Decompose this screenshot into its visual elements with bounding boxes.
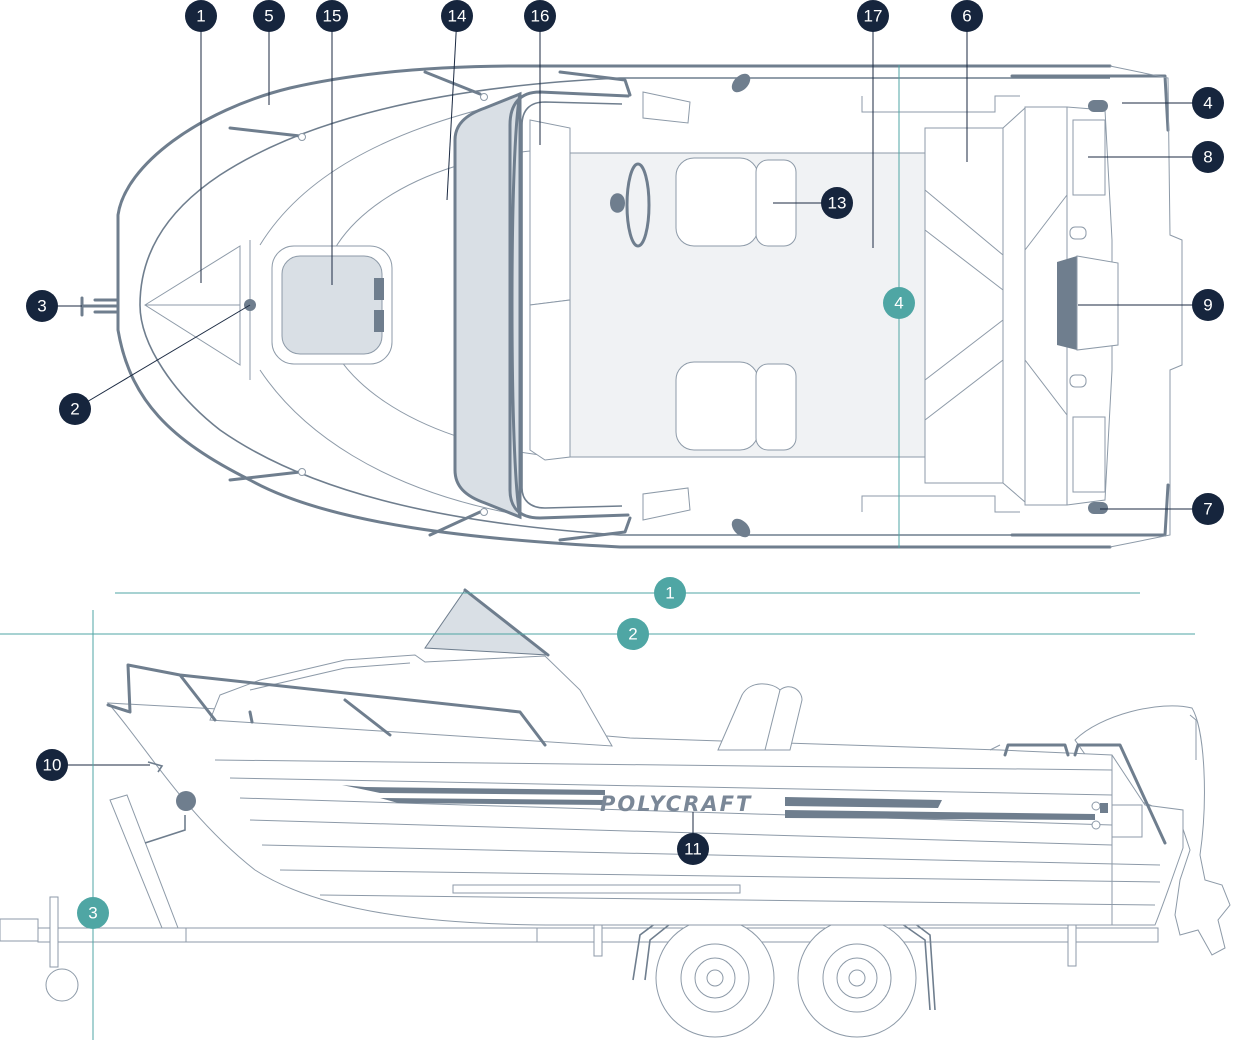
svg-text:15: 15 bbox=[323, 7, 342, 26]
bow-rail bbox=[106, 663, 547, 747]
svg-text:4: 4 bbox=[894, 294, 903, 313]
rear-lounge bbox=[924, 127, 1004, 484]
callout-marker: 7 bbox=[1192, 493, 1224, 525]
callout-marker: 4 bbox=[1192, 87, 1224, 119]
svg-text:17: 17 bbox=[864, 7, 883, 26]
dimension-markers: 4 1 2 3 bbox=[77, 287, 915, 929]
callout-marker: 17 bbox=[857, 0, 889, 32]
hull-brand-text: POLYCRAFT bbox=[600, 792, 752, 816]
svg-text:16: 16 bbox=[531, 7, 550, 26]
top-view-boat bbox=[80, 64, 1183, 549]
side-view-boat: POLYCRAFT bbox=[0, 588, 1231, 1038]
windscreen bbox=[453, 91, 522, 520]
callout-marker: 15 bbox=[316, 0, 348, 32]
svg-text:6: 6 bbox=[962, 7, 971, 26]
svg-text:1: 1 bbox=[665, 584, 674, 603]
dimension-lines bbox=[0, 65, 1195, 1040]
side-windscreen bbox=[424, 589, 550, 656]
callout-marker: 13 bbox=[821, 187, 853, 219]
callout-marker: 6 bbox=[951, 0, 983, 32]
dimension-marker: 2 bbox=[617, 618, 649, 650]
callout-marker: 3 bbox=[26, 290, 58, 322]
top-deck-line-lower bbox=[259, 369, 521, 516]
svg-text:8: 8 bbox=[1203, 148, 1212, 167]
dimension-marker: 3 bbox=[77, 897, 109, 929]
steering-wheel-icon bbox=[625, 162, 651, 248]
callout-marker: 14 bbox=[441, 0, 473, 32]
callout-marker: 5 bbox=[253, 0, 285, 32]
callout-marker: 8 bbox=[1192, 141, 1224, 173]
jockey-wheel-icon bbox=[45, 968, 79, 1002]
svg-text:7: 7 bbox=[1203, 500, 1212, 519]
dimension-marker: 1 bbox=[654, 577, 686, 609]
trailer bbox=[0, 794, 1159, 1038]
dimension-marker: 4 bbox=[883, 287, 915, 319]
svg-text:5: 5 bbox=[264, 7, 273, 26]
bow-roller bbox=[80, 296, 120, 317]
passenger-seat bbox=[675, 361, 797, 451]
top-hull-outline bbox=[116, 64, 1112, 549]
svg-text:4: 4 bbox=[1203, 94, 1212, 113]
bow-eye-icon bbox=[176, 791, 196, 811]
outboard-motor-top bbox=[1057, 256, 1077, 350]
svg-text:14: 14 bbox=[448, 7, 467, 26]
top-deck-line-upper bbox=[259, 99, 521, 246]
svg-text:3: 3 bbox=[37, 297, 46, 316]
callout-marker: 1 bbox=[185, 0, 217, 32]
svg-text:2: 2 bbox=[70, 400, 79, 419]
callout-markers: 1 5 15 14 16 17 6 4 8 13 3 9 2 7 10 11 bbox=[26, 0, 1224, 865]
svg-text:9: 9 bbox=[1203, 296, 1212, 315]
svg-text:10: 10 bbox=[43, 756, 62, 775]
side-hull bbox=[106, 702, 1184, 926]
callout-marker: 16 bbox=[524, 0, 556, 32]
svg-text:3: 3 bbox=[88, 904, 97, 923]
helm-seat bbox=[675, 157, 797, 247]
svg-text:2: 2 bbox=[628, 625, 637, 644]
callout-marker: 9 bbox=[1192, 289, 1224, 321]
top-hull-inner bbox=[139, 77, 1110, 536]
svg-text:13: 13 bbox=[828, 194, 847, 213]
trailer-wheel-rear bbox=[797, 918, 917, 1038]
trailer-wheel-front bbox=[655, 918, 775, 1038]
callout-marker: 2 bbox=[59, 393, 91, 425]
callout-marker: 10 bbox=[36, 749, 68, 781]
svg-text:1: 1 bbox=[196, 7, 205, 26]
svg-text:11: 11 bbox=[684, 840, 702, 859]
callout-marker: 11 bbox=[677, 833, 709, 865]
